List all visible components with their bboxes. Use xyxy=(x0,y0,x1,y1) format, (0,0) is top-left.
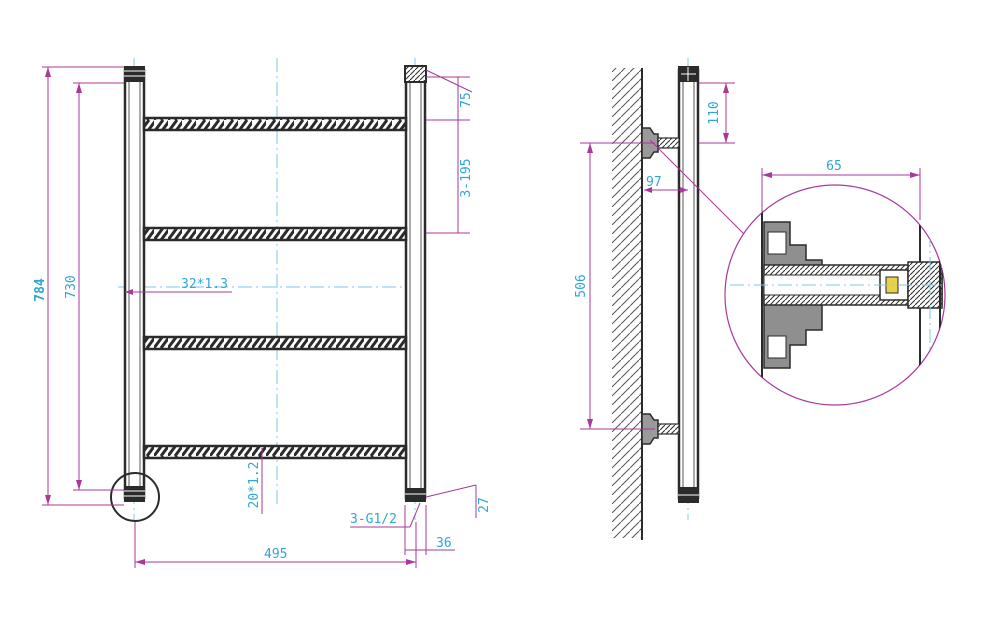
right-bottom-cap xyxy=(405,488,426,502)
left-top-cap xyxy=(124,66,145,82)
right-top-cap xyxy=(404,65,427,83)
bar-2 xyxy=(142,226,408,242)
dim-overall-width: 495 xyxy=(264,547,287,562)
dim-bar-pitch: 3-195 xyxy=(459,158,474,197)
bar-1 xyxy=(142,116,408,132)
side-view: 110 506 97 65 xyxy=(574,58,946,540)
left-bottom-cap xyxy=(124,486,145,502)
front-view: 784 730 75 3-195 32*1.3 20*1.2 27 3-G1/2… xyxy=(33,58,492,568)
dim-bar-spec: 20*1.2 xyxy=(247,462,262,509)
dim-overall-height: 784 xyxy=(33,278,48,302)
dim-upright-spec: 32*1.3 xyxy=(181,277,228,292)
side-upright xyxy=(677,68,700,500)
dim-connection-width: 36 xyxy=(436,536,452,551)
right-upright xyxy=(404,68,427,500)
detail-view xyxy=(724,184,946,406)
dim-wall-distance: 97 xyxy=(646,175,662,190)
detail-marker-circle xyxy=(110,472,160,522)
dim-connection: 3-G1/2 xyxy=(350,512,397,527)
wall-hatch xyxy=(612,68,642,538)
dim-top-offset: 110 xyxy=(707,101,722,124)
dim-bottom-offset: 27 xyxy=(477,497,492,513)
dim-detail-depth: 65 xyxy=(826,159,842,174)
left-upright xyxy=(123,68,146,500)
dim-tube-height: 730 xyxy=(64,275,79,298)
bar-4 xyxy=(142,444,408,460)
dim-top-bar-offset: 75 xyxy=(459,92,474,108)
bar-3 xyxy=(142,335,408,351)
dim-bracket-spacing: 506 xyxy=(574,274,589,297)
